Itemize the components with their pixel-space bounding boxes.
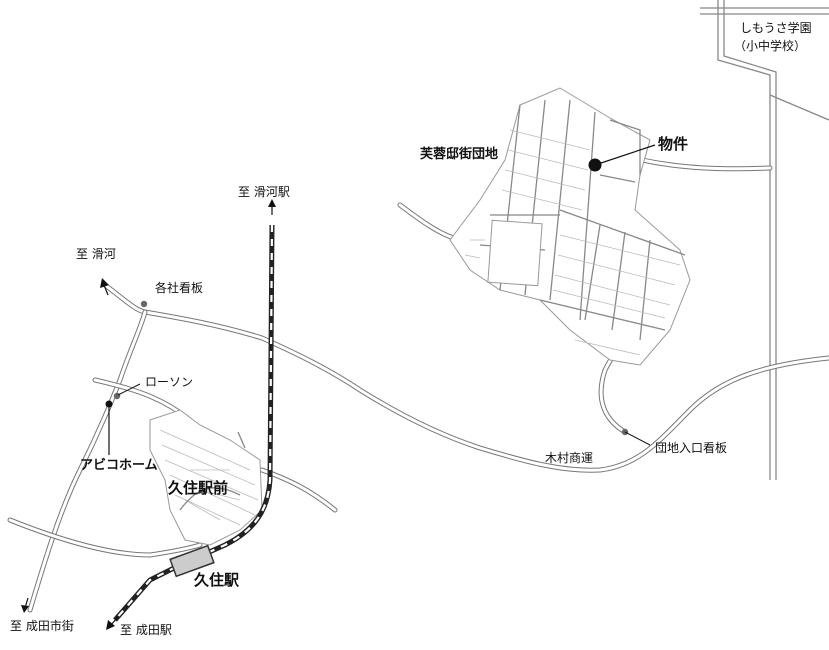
school-label-line1: しもうさ学園 — [740, 20, 812, 35]
property-label: 物件 — [658, 135, 688, 153]
kuzumi-residential-area — [149, 409, 263, 546]
to-narita-station-label: 至 成田駅 — [120, 623, 172, 637]
fuyou-danchi-label: 芙蓉邸街団地 — [420, 146, 498, 162]
danchi-entrance-leader — [624, 431, 651, 446]
danchi-entrance-sign-label: 団地入口看板 — [655, 441, 727, 455]
property-leader — [594, 144, 656, 166]
to-namegawa-station-label: 至 滑河駅 — [238, 185, 290, 199]
kakusha-kanban-label: 各社看板 — [155, 280, 203, 295]
kimura-shouun-label: 木村商運 — [545, 450, 593, 465]
kakusha-kanban-marker — [140, 300, 148, 308]
direction-arrows — [21, 199, 276, 630]
kuzumi-ekimae-label: 久住駅前 — [168, 479, 228, 497]
east-roads — [700, 0, 829, 480]
to-namegawa-label: 至 滑河 — [76, 247, 116, 261]
to-narita-city-label: 至 成田市街 — [10, 618, 74, 633]
lawson-leader — [117, 383, 141, 396]
abico-home-label: アビコホーム — [80, 457, 158, 473]
main-road — [7, 147, 829, 613]
lawson-marker — [113, 392, 121, 400]
fuyou-danchi-area — [449, 87, 691, 366]
kuzumi-station-building — [169, 544, 215, 578]
kuzumi-station-label: 久住駅 — [194, 571, 240, 589]
lawson-label: ローソン — [145, 375, 193, 389]
school-label-line2: （小中学校） — [734, 38, 806, 53]
